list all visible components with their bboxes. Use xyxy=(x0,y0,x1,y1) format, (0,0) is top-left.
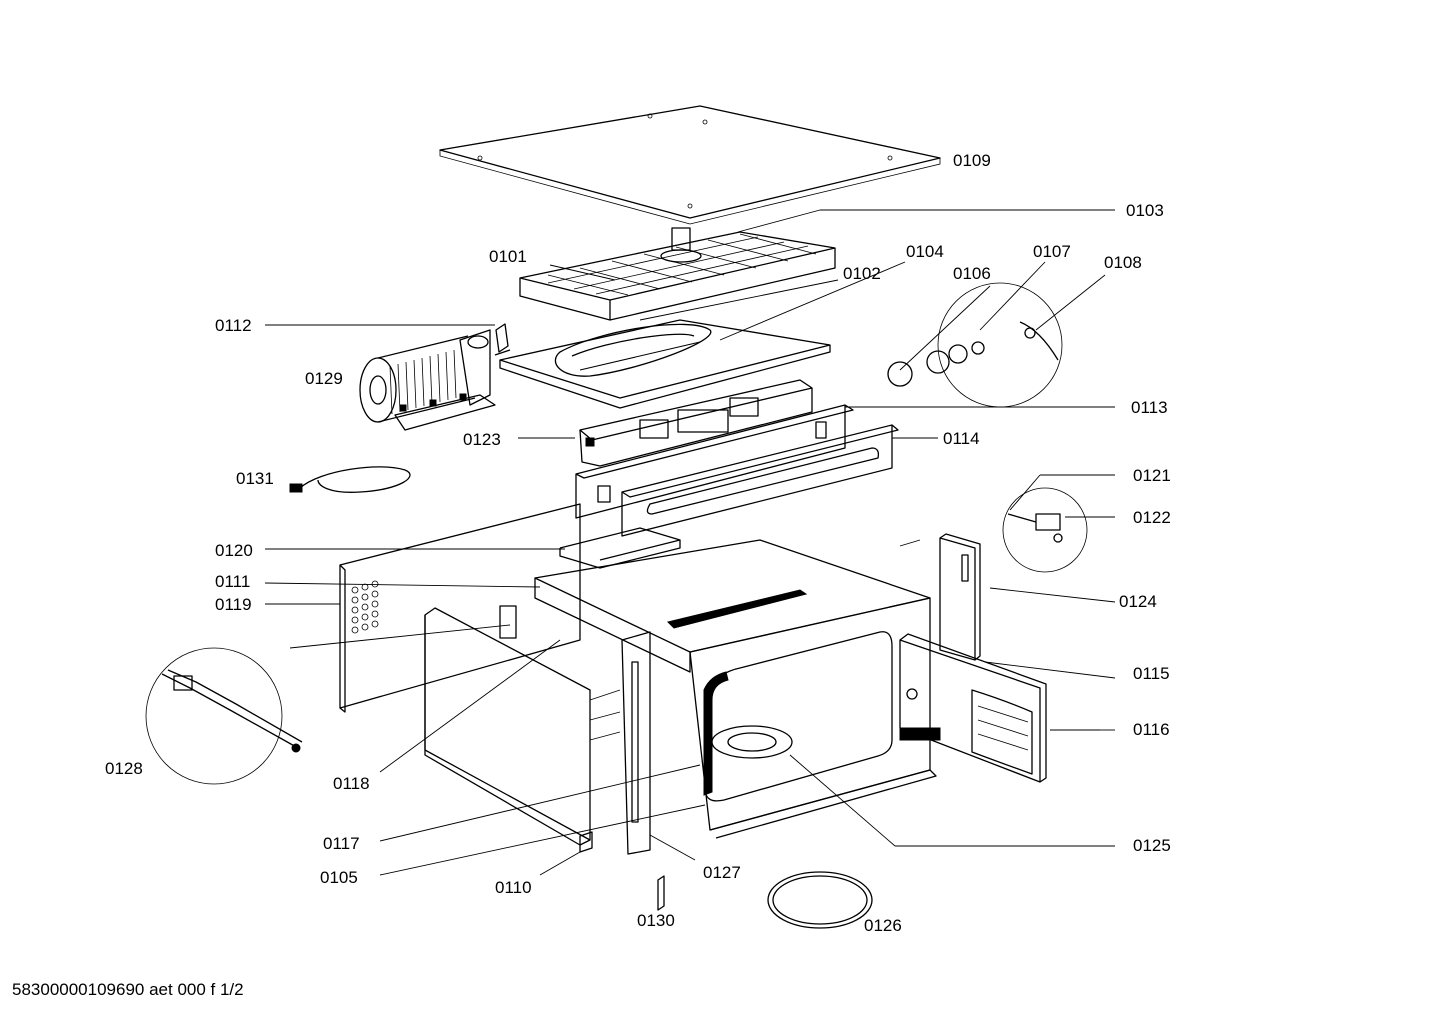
clip-part xyxy=(494,323,511,356)
detail-circle-0106 xyxy=(887,282,1063,408)
label-0131: 0131 xyxy=(236,469,274,488)
label-0114: 0114 xyxy=(943,429,980,448)
right-bracket xyxy=(939,533,981,661)
grid-tray xyxy=(519,227,836,321)
cavity-body xyxy=(534,539,937,855)
label-0128: 0128 xyxy=(105,759,143,778)
label-0121: 0121 xyxy=(1133,466,1171,485)
label-0109: 0109 xyxy=(953,151,991,170)
label-0127: 0127 xyxy=(703,863,741,882)
top-cover-plate xyxy=(439,105,941,225)
label-0110: 0110 xyxy=(495,878,532,897)
label-0113: 0113 xyxy=(1131,398,1168,417)
power-cable xyxy=(289,466,411,493)
label-0112: 0112 xyxy=(215,316,252,335)
part-labels: 0109 0103 0101 0104 0107 0108 0102 0106 … xyxy=(105,151,1171,935)
latch xyxy=(579,831,593,853)
front-trim-panel xyxy=(621,424,899,537)
label-0104: 0104 xyxy=(906,242,944,261)
label-0102: 0102 xyxy=(843,264,881,283)
label-0108: 0108 xyxy=(1104,253,1142,272)
heater-tray xyxy=(499,319,831,409)
label-0122: 0122 xyxy=(1133,508,1171,527)
label-0124: 0124 xyxy=(1119,592,1157,611)
outer-shell-left xyxy=(424,605,621,846)
label-0117: 0117 xyxy=(323,834,360,853)
label-0103: 0103 xyxy=(1126,201,1164,220)
label-0111: 0111 xyxy=(215,572,250,591)
label-0107: 0107 xyxy=(1033,242,1071,261)
front-frame xyxy=(575,404,854,519)
small-plate xyxy=(657,875,665,911)
label-0105: 0105 xyxy=(320,868,358,887)
seal-ring xyxy=(767,871,873,929)
label-0130: 0130 xyxy=(637,911,675,930)
blower-fan xyxy=(359,329,496,431)
label-0106: 0106 xyxy=(953,264,991,283)
detail-circle-0121 xyxy=(1002,487,1088,573)
label-0101: 0101 xyxy=(489,247,527,266)
label-0116: 0116 xyxy=(1133,720,1170,739)
control-bracket xyxy=(579,379,813,467)
vent-holes xyxy=(351,580,379,634)
label-0125: 0125 xyxy=(1133,836,1171,855)
side-panel xyxy=(339,503,581,713)
document-id-footer: 58300000109690 aet 000 f 1/2 xyxy=(12,980,244,999)
label-0126: 0126 xyxy=(864,916,902,935)
label-0118: 0118 xyxy=(333,774,370,793)
base-bracket xyxy=(559,527,681,569)
leader-lines xyxy=(264,209,1116,876)
label-0119: 0119 xyxy=(215,595,252,614)
door xyxy=(899,633,1047,783)
label-0123: 0123 xyxy=(463,430,501,449)
label-0129: 0129 xyxy=(305,369,343,388)
label-0115: 0115 xyxy=(1133,664,1170,683)
label-0120: 0120 xyxy=(215,541,253,560)
detail-circle-0128 xyxy=(145,647,303,785)
